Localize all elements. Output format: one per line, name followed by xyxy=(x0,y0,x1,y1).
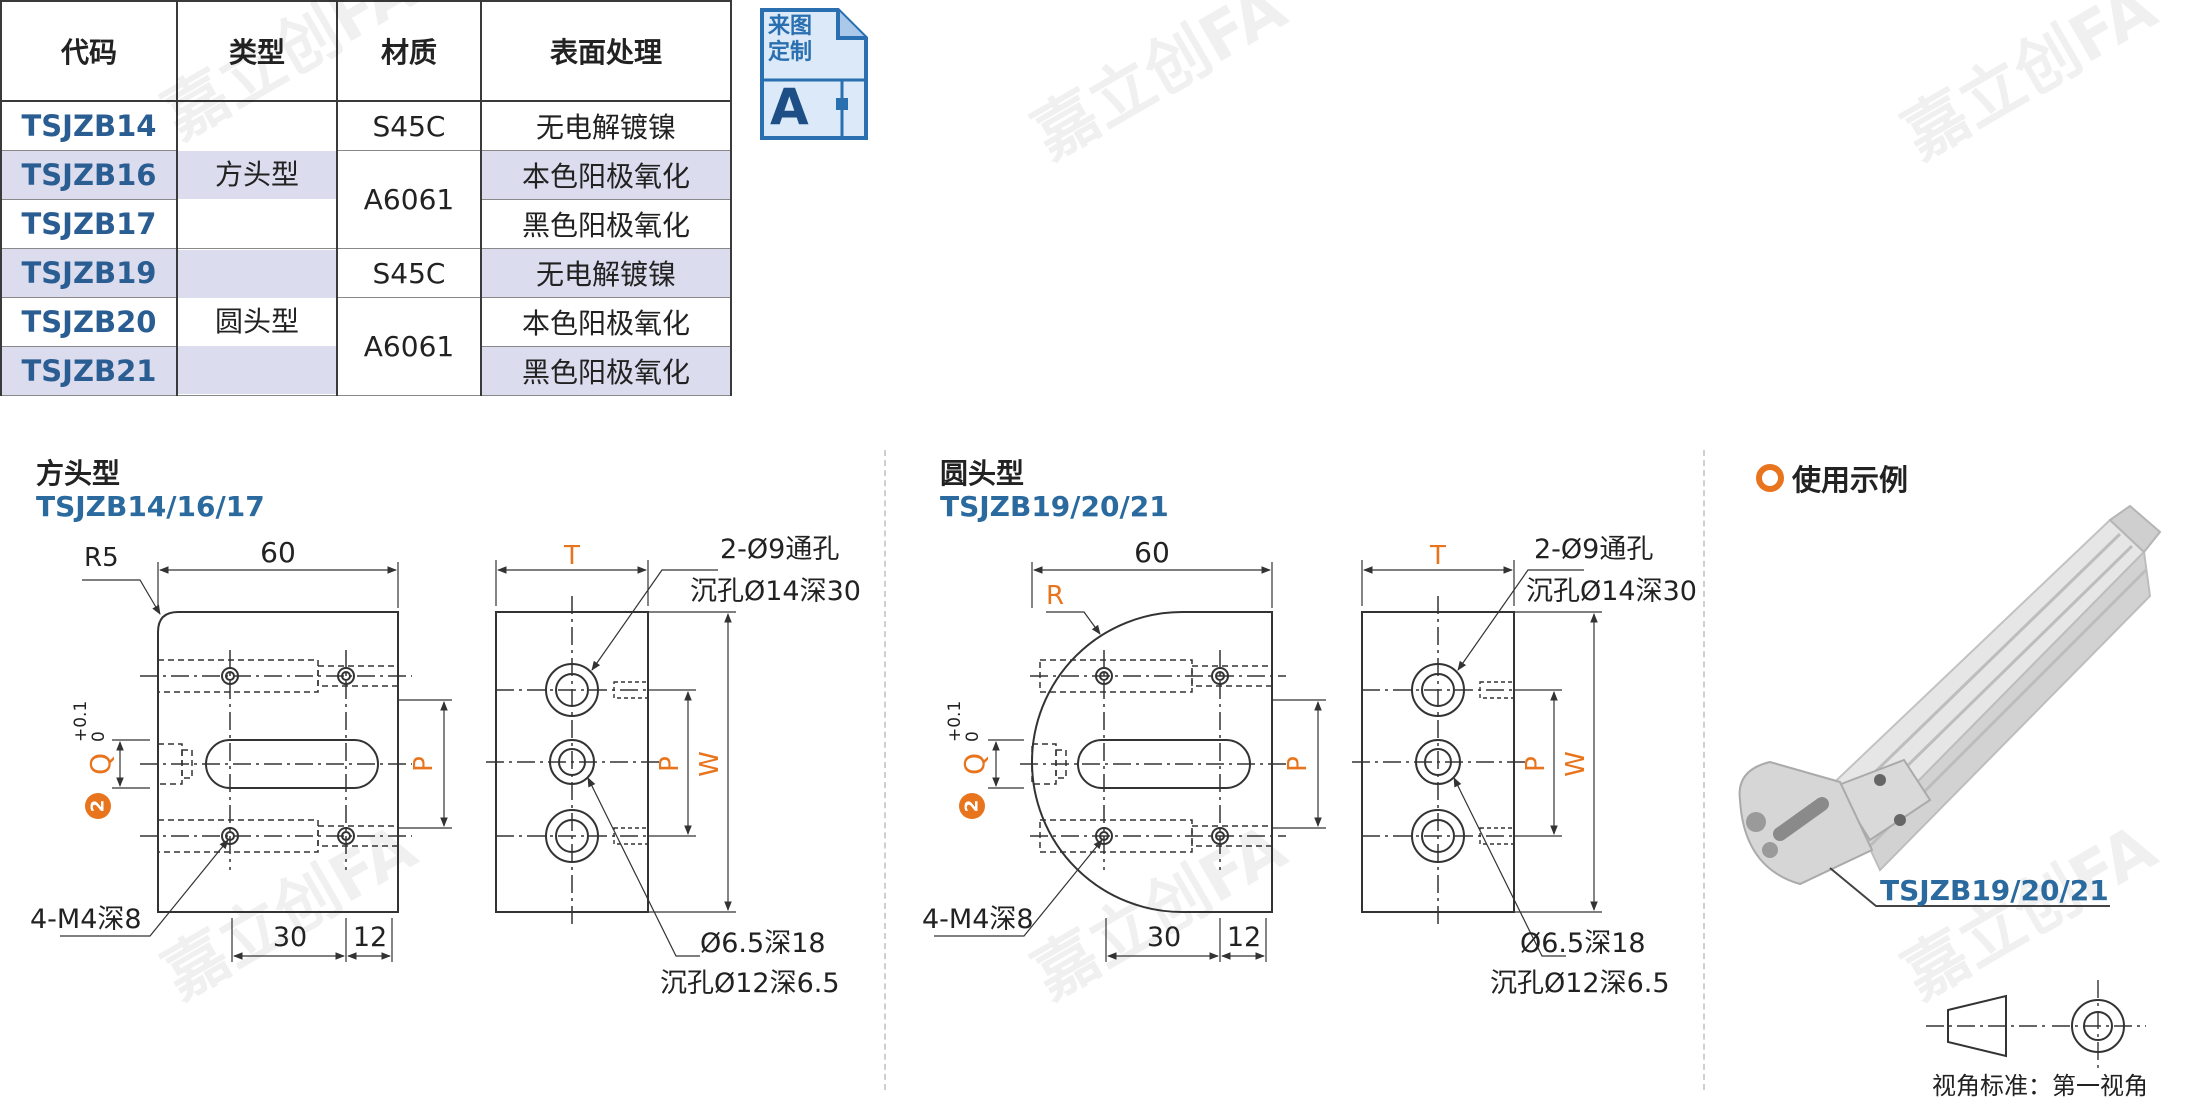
dim-w: W xyxy=(1561,751,1591,777)
square-side-view xyxy=(486,560,736,957)
square-front-view xyxy=(60,562,452,962)
table-row: TSJZB19 圆头型 S45C 无电解镀镍 xyxy=(0,248,732,396)
watermark-brand: 嘉立创FA xyxy=(1891,0,2169,174)
tol-upper: +0.1 xyxy=(71,701,91,742)
header-code: 代码 xyxy=(0,0,178,102)
square-body-outline xyxy=(157,611,399,913)
round-front-view xyxy=(934,562,1326,962)
table-header-row: 代码 类型 材质 表面处理 xyxy=(0,0,732,102)
surface-cell: 本色阳极氧化 xyxy=(480,297,732,347)
hole-note: 沉孔Ø14深30 xyxy=(1526,576,1697,607)
dim-12: 12 xyxy=(353,922,387,953)
usage-title: 使用示例 xyxy=(1791,463,1908,497)
table-row: TSJZB21 黑色阳极氧化 xyxy=(0,346,732,396)
counterbore-note: Ø6.5深18 xyxy=(1520,928,1646,959)
row-code: TSJZB21 xyxy=(0,346,178,396)
material-cell: S45C xyxy=(336,100,482,151)
slot xyxy=(205,739,379,789)
material-cell: S45C xyxy=(336,248,482,298)
material-cell: A6061 xyxy=(336,297,482,396)
dim-30: 30 xyxy=(1147,922,1181,953)
surface-cell: 本色阳极氧化 xyxy=(480,150,732,200)
section-divider xyxy=(884,450,886,1090)
callout-leader xyxy=(1829,867,2110,907)
surface-cell: 黑色阳极氧化 xyxy=(480,199,732,249)
counterbore-note: 沉孔Ø12深6.5 xyxy=(660,968,840,999)
dim-60: 60 xyxy=(1134,536,1170,569)
dim-30: 30 xyxy=(273,922,307,953)
round-body-outline xyxy=(1031,611,1273,913)
watermark: 嘉立创FA 嘉立创FA 嘉立创FA 嘉立创FA 嘉立创FA 嘉立创FA xyxy=(151,0,2169,1014)
header-surface: 表面处理 xyxy=(480,0,732,102)
watermark-brand: 嘉立创FA xyxy=(151,0,429,154)
type-square: 方头型 xyxy=(176,100,338,249)
surface-cell: 黑色阳极氧化 xyxy=(480,346,732,396)
row-code: TSJZB14 xyxy=(0,100,178,151)
counterbore-note: Ø6.5深18 xyxy=(700,928,826,959)
document-icon xyxy=(760,8,868,140)
dim-p: P xyxy=(1283,756,1313,772)
hole-note: 沉孔Ø14深30 xyxy=(690,576,861,607)
note-circle-icon xyxy=(959,793,985,819)
hole-note: 2-Ø9通孔 xyxy=(720,534,839,565)
note-circle-number: 2 xyxy=(962,800,983,813)
round-side-view xyxy=(1352,560,1602,957)
counterbore-note: 沉孔Ø12深6.5 xyxy=(1490,968,1670,999)
surface-cell: 无电解镀镍 xyxy=(480,100,732,151)
first-angle-projection-icon xyxy=(1926,980,2146,1072)
watermark-brand: 嘉立创FA xyxy=(1891,811,2169,1014)
dim-tap: 4-M4深8 xyxy=(30,904,142,935)
spec-table: 代码 类型 材质 表面处理 TSJZB14 方头型 S45C 无电解镀镍 TSJ… xyxy=(0,0,732,396)
dim-r: R xyxy=(1046,581,1064,611)
badge-line1: 来图 xyxy=(768,14,813,39)
tol-upper: +0.1 xyxy=(945,701,965,742)
section-divider xyxy=(1703,450,1705,1090)
header-material: 材质 xyxy=(336,0,482,102)
table-row: TSJZB14 方头型 S45C 无电解镀镍 xyxy=(0,100,732,249)
square-codes: TSJZB14/16/17 xyxy=(36,490,265,523)
round-type-title: 圆头型 xyxy=(940,457,1025,490)
type-round-label: 圆头型 xyxy=(214,305,299,338)
note-circle-icon xyxy=(85,793,111,819)
dim-r5: R5 xyxy=(84,543,119,573)
dim-w: W xyxy=(695,751,725,777)
row-code: TSJZB20 xyxy=(0,297,178,347)
dim-p: P xyxy=(655,756,685,772)
header-type: 类型 xyxy=(176,0,338,102)
dim-p: P xyxy=(409,756,439,772)
bullet-circle-icon xyxy=(1756,464,1784,492)
round-codes: TSJZB19/20/21 xyxy=(940,490,1169,523)
surface-cell: 无电解镀镍 xyxy=(480,248,732,298)
dim-60: 60 xyxy=(260,536,296,569)
type-round: 圆头型 xyxy=(176,248,338,396)
view-standard-label: 视角标准：第一视角 xyxy=(1932,1072,2148,1100)
dim-p: P xyxy=(1521,756,1551,772)
custom-order-badge: 来图 定制 A xyxy=(758,6,870,142)
dim-t: T xyxy=(1429,541,1446,571)
badge-letter: A xyxy=(770,78,809,136)
table-row: TSJZB17 黑色阳极氧化 xyxy=(0,199,732,249)
square-type-title: 方头型 xyxy=(36,457,121,490)
usage-illustration xyxy=(1738,504,2162,886)
type-square-label: 方头型 xyxy=(214,158,299,191)
row-code: TSJZB17 xyxy=(0,199,178,249)
badge-line2: 定制 xyxy=(768,40,813,65)
dim-12: 12 xyxy=(1227,922,1261,953)
tol-lower: 0 xyxy=(89,731,109,742)
note-circle-number: 2 xyxy=(88,800,109,813)
table-row: TSJZB20 A6061 本色阳极氧化 xyxy=(0,297,732,396)
dim-t: T xyxy=(563,541,580,571)
usage-callout: TSJZB19/20/21 xyxy=(1880,874,2109,907)
hole-note: 2-Ø9通孔 xyxy=(1534,534,1653,565)
material-cell: A6061 xyxy=(336,150,482,249)
dim-tap: 4-M4深8 xyxy=(922,904,1034,935)
watermark-brand: 嘉立创FA xyxy=(1021,0,1299,174)
tol-lower: 0 xyxy=(963,731,983,742)
dim-q: Q xyxy=(958,753,991,775)
dim-q: Q xyxy=(84,753,117,775)
